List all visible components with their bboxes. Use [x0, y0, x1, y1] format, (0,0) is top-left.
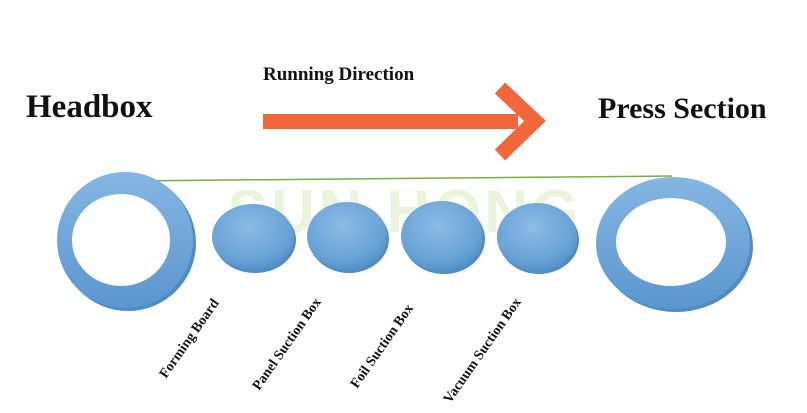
foil-suction-box-disc: [401, 201, 485, 274]
press-section-roll-ring: [596, 177, 753, 312]
forming-board-label: Forming Board: [157, 296, 223, 381]
running-direction-label: Running Direction: [263, 64, 415, 85]
headbox-roll-ring: [57, 172, 196, 311]
direction-arrow: [263, 82, 546, 161]
press-section-label: Press Section: [598, 92, 767, 125]
vacuum-suction-box-label: Vacuum Suction Box: [441, 296, 525, 407]
wire-line: [124, 175, 673, 182]
foil-suction-box-label: Foil Suction Box: [348, 302, 417, 392]
forming-board-disc: [212, 204, 296, 273]
panel-suction-box-disc: [307, 202, 389, 273]
vacuum-suction-box-disc: [497, 203, 579, 274]
headbox-label: Headbox: [26, 89, 153, 125]
panel-suction-box-label: Panel Suction Box: [250, 295, 325, 393]
